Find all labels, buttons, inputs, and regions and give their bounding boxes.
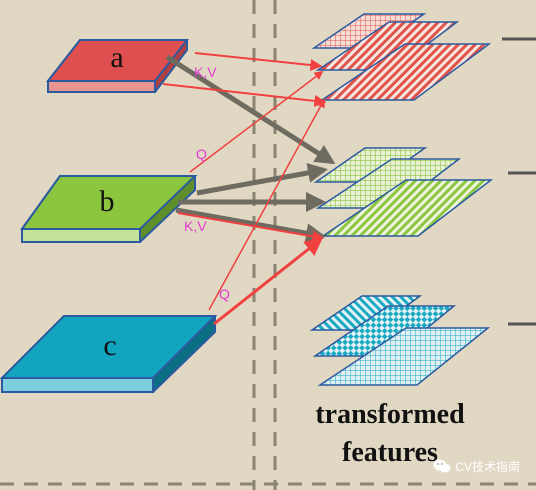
gray-arrows: [165, 54, 336, 244]
watermark: CV技术指南: [433, 456, 520, 476]
arrow-c-query-to-a: [208, 98, 325, 311]
feature-stack-a: [311, 13, 492, 101]
feature-plane-a-3: [319, 43, 492, 101]
watermark-text: CV技术指南: [455, 459, 520, 474]
feature-plane-c-3: [317, 327, 491, 386]
arrow-b-key-value: [177, 212, 325, 243]
input-box-c-top: [0, 315, 218, 379]
input-box-b: b: [20, 175, 198, 243]
arrow-a-to-b-feature: [165, 54, 336, 165]
input-label-a: a: [110, 41, 123, 74]
feature-stack-c: [309, 295, 491, 386]
input-box-b-front: [21, 228, 141, 243]
input-box-a-top: [45, 39, 190, 82]
arrow-b-to-b-feature-3: [175, 207, 326, 244]
red-arrows: [162, 52, 327, 326]
input-box-a-front: [47, 80, 156, 93]
feature-stack-b: [313, 147, 494, 237]
arrow-b-to-b-feature-1: [196, 163, 328, 196]
label-kv-a: K,V: [194, 64, 217, 80]
label-q-c: Q: [219, 286, 230, 302]
wechat-icon: [433, 459, 451, 473]
arrow-b-query-to-a: [189, 70, 324, 173]
caption-line-1: transformed: [315, 399, 465, 430]
input-label-c: c: [103, 329, 116, 362]
input-box-c: c: [0, 315, 218, 393]
caption-line-2: features: [342, 437, 438, 468]
label-kv-b: K,V: [184, 218, 207, 234]
input-box-b-top: [20, 175, 198, 230]
arrow-c-to-b-feature: [213, 237, 323, 326]
arrow-a-self: [194, 52, 323, 71]
input-box-a: a: [45, 39, 190, 93]
input-box-c-front: [1, 377, 154, 393]
feature-plane-b-3: [320, 179, 494, 237]
arrow-a-to-a-feature: [162, 83, 327, 107]
input-label-b: b: [100, 185, 115, 218]
label-q-b: Q: [196, 146, 207, 162]
